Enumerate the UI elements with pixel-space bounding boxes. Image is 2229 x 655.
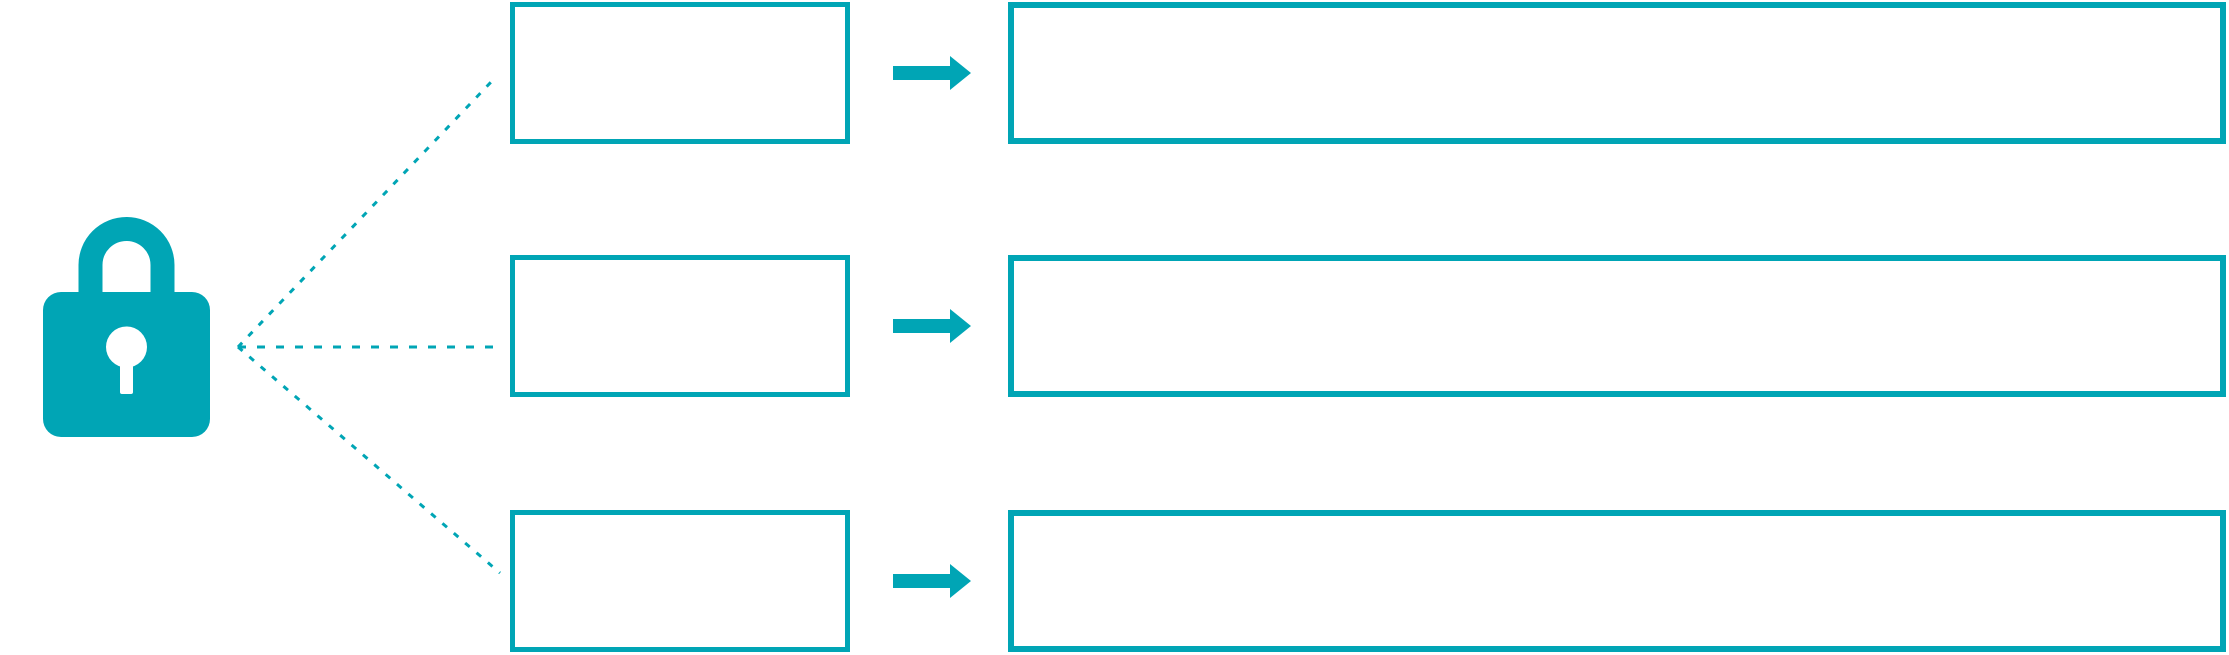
branch-box-2 — [510, 255, 850, 397]
branch-box-1 — [510, 2, 850, 144]
keyhole-circle-cutout — [106, 326, 147, 368]
lock-icon — [43, 217, 210, 437]
arrow-right-shape — [893, 564, 971, 598]
diagram-row-2 — [0, 255, 2229, 397]
keyhole-stem-cutout — [120, 358, 133, 394]
detail-box-2 — [1008, 255, 2226, 397]
arrow-right-icon — [893, 564, 971, 598]
arrow-right-shape — [893, 56, 971, 90]
arrow-right-icon — [893, 56, 971, 90]
diagram-row-3 — [0, 510, 2229, 652]
diagram-row-1 — [0, 2, 2229, 144]
detail-box-1 — [1008, 2, 2226, 144]
branch-box-3 — [510, 510, 850, 652]
arrow-right-shape — [893, 309, 971, 343]
lock-shackle — [78, 217, 175, 305]
detail-box-3 — [1008, 510, 2226, 652]
arrow-right-icon — [893, 309, 971, 343]
